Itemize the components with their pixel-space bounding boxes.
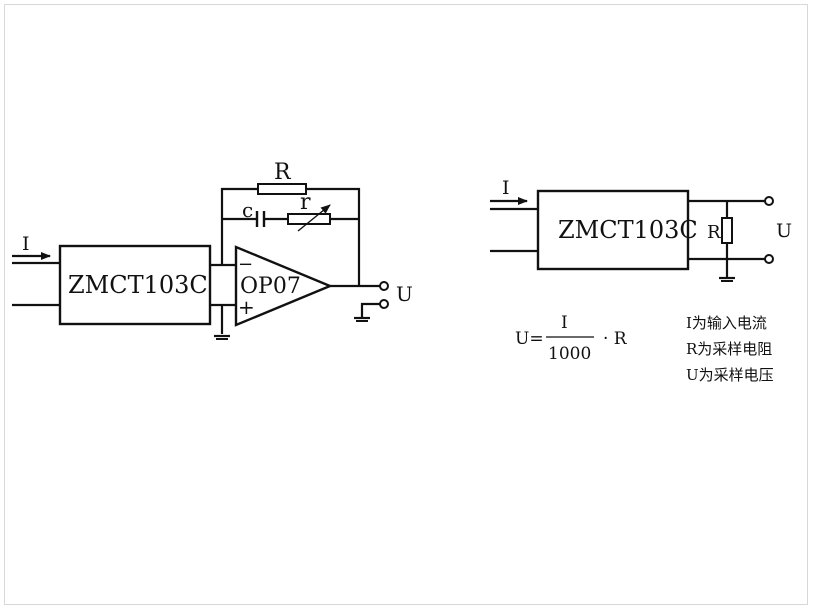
variable-resistor-label: r	[300, 190, 311, 215]
output-terminal-bottom	[379, 299, 389, 309]
ground-symbol-shunt	[719, 276, 735, 282]
legend-item-sampling-voltage: U为采样电压	[686, 366, 774, 384]
output-terminal-top	[379, 281, 389, 291]
opamp-triangle	[234, 245, 334, 327]
shunt-output-terminal-bottom	[764, 254, 774, 264]
feedback-resistor-R	[257, 183, 307, 195]
shunt-input-current-label: I	[502, 177, 510, 199]
shunt-sensor-label: ZMCT103C	[558, 216, 698, 244]
formula-numerator: I	[561, 313, 568, 333]
feedback-resistor-label: R	[274, 160, 292, 185]
capacitor-c	[255, 211, 266, 227]
shunt-output-terminal-top	[764, 196, 774, 206]
shunt-resistor-label: R	[707, 222, 721, 243]
output-voltage-label: U	[396, 282, 413, 306]
formula-rhs: · R	[603, 329, 628, 349]
capacitor-label: c	[242, 198, 253, 222]
sensor-box	[58, 244, 212, 326]
opamp-plus-label: +	[238, 295, 255, 319]
shunt-circuit: I ZMCT103C R U	[490, 177, 792, 282]
formula-denominator: 1000	[548, 344, 591, 364]
formula-lhs: U=	[515, 329, 544, 349]
amplifier-circuit: I ZMCT103C − + OP07 R c r	[12, 160, 413, 340]
opamp-minus-label: −	[238, 254, 253, 275]
variable-resistor-arrow	[297, 204, 331, 232]
input-current-label: I	[22, 233, 30, 255]
legend: I为输入电流 R为采样电阻 U为采样电压	[686, 314, 774, 384]
formula: U= I 1000 · R	[515, 313, 628, 364]
sensor-label: ZMCT103C	[68, 271, 208, 299]
ground-symbol-left	[214, 334, 230, 340]
output-ground-wire	[360, 302, 380, 317]
shunt-output-voltage-label: U	[776, 220, 792, 242]
shunt-resistor-R	[721, 217, 733, 244]
legend-item-sampling-resistor: R为采样电阻	[686, 340, 772, 358]
opamp-label: OP07	[240, 274, 301, 299]
legend-item-input-current: I为输入电流	[686, 314, 767, 332]
shunt-sensor-box	[536, 189, 690, 271]
ground-symbol-output	[354, 316, 370, 322]
